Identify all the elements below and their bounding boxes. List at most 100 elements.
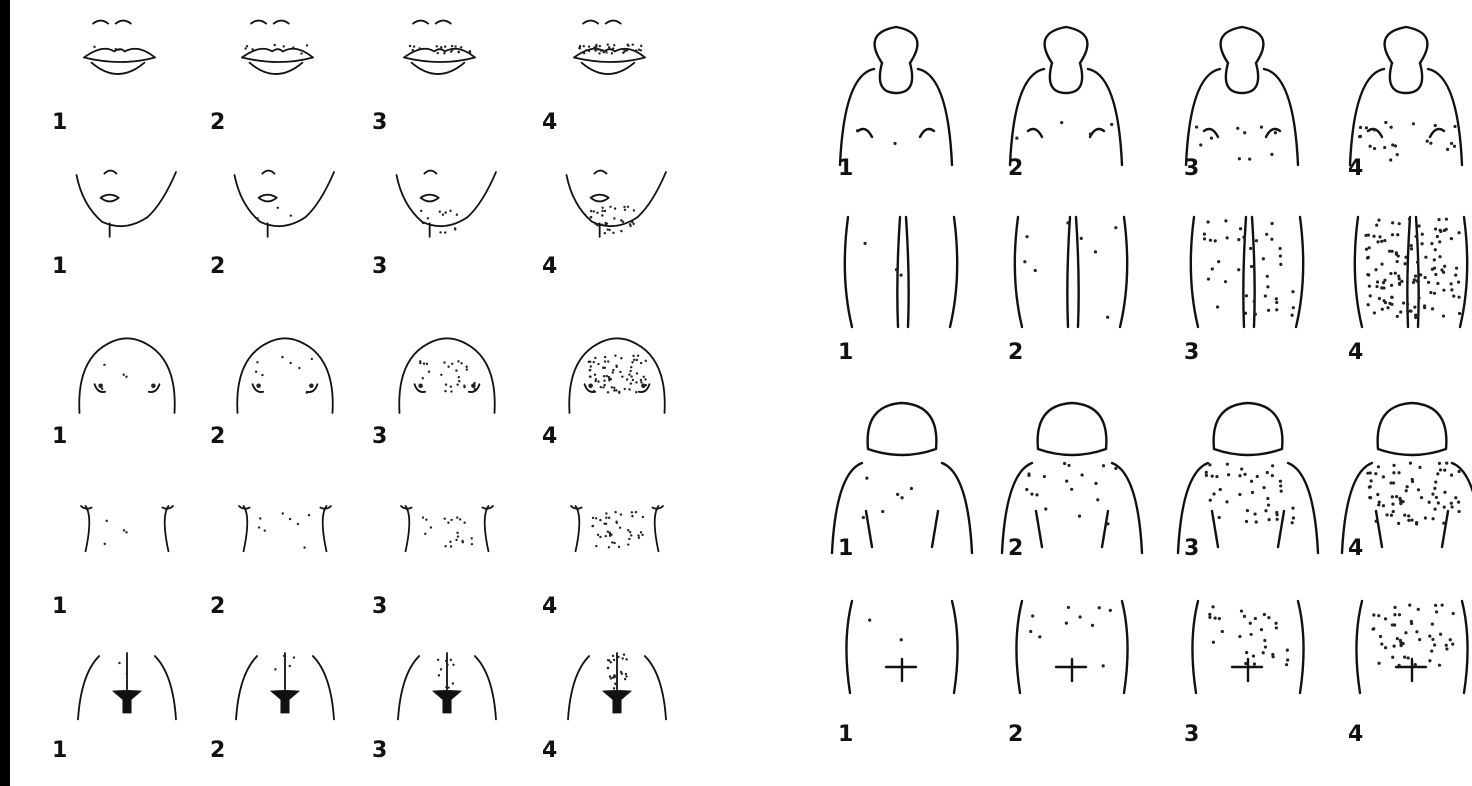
lower-back-illustration bbox=[826, 582, 976, 722]
upper-back-level-label: 4 bbox=[1348, 538, 1363, 560]
chin-level-1: 1 bbox=[52, 160, 222, 272]
upper-back-level-label: 1 bbox=[838, 538, 853, 560]
lower-abdomen-level-4: 4 bbox=[542, 644, 712, 756]
upper-back-level-label: 2 bbox=[1008, 538, 1023, 560]
lower-back-level-label: 2 bbox=[1008, 724, 1023, 746]
upper-abdomen-illustration bbox=[372, 500, 522, 598]
lower-abdomen-illustration bbox=[542, 644, 692, 742]
thigh-level-label: 2 bbox=[1008, 342, 1023, 364]
upper-lip-illustration bbox=[210, 16, 360, 114]
chin-level-label: 4 bbox=[542, 256, 557, 278]
upper-arm-level-3: 3 bbox=[1172, 16, 1342, 128]
upper-abdomen-level-1: 1 bbox=[52, 500, 222, 612]
upper-arm-level-label: 2 bbox=[1008, 158, 1023, 180]
lower-abdomen-level-3: 3 bbox=[372, 644, 542, 756]
left-black-edge bbox=[0, 0, 10, 786]
upper-lip-illustration bbox=[542, 16, 692, 114]
lower-abdomen-level-label: 4 bbox=[542, 740, 557, 762]
upper-arm-level-label: 4 bbox=[1348, 158, 1363, 180]
upper-lip-illustration bbox=[372, 16, 522, 114]
upper-abdomen-level-label: 3 bbox=[372, 596, 387, 618]
upper-back-illustration bbox=[1336, 396, 1472, 536]
chest-level-4: 4 bbox=[542, 330, 712, 442]
upper-lip-level-label: 4 bbox=[542, 112, 557, 134]
lower-abdomen-level-label: 1 bbox=[52, 740, 67, 762]
chest-illustration bbox=[542, 330, 692, 428]
lower-back-illustration bbox=[996, 582, 1146, 722]
lower-back-illustration bbox=[1172, 582, 1322, 722]
upper-arm-illustration bbox=[996, 16, 1146, 156]
thigh-illustration bbox=[1172, 200, 1322, 340]
upper-arm-level-2: 2 bbox=[996, 16, 1166, 128]
upper-abdomen-level-label: 4 bbox=[542, 596, 557, 618]
thigh-level-3: 3 bbox=[1172, 200, 1342, 312]
chest-level-3: 3 bbox=[372, 330, 542, 442]
upper-back-illustration bbox=[826, 396, 976, 536]
upper-abdomen-level-3: 3 bbox=[372, 500, 542, 612]
upper-back-illustration bbox=[1172, 396, 1322, 536]
chin-illustration bbox=[52, 160, 202, 258]
thigh-level-label: 3 bbox=[1184, 342, 1199, 364]
chin-level-2: 2 bbox=[210, 160, 380, 272]
upper-lip-level-4: 4 bbox=[542, 16, 712, 128]
upper-lip-level-label: 3 bbox=[372, 112, 387, 134]
chest-level-label: 3 bbox=[372, 426, 387, 448]
upper-lip-level-label: 2 bbox=[210, 112, 225, 134]
lower-back-level-label: 1 bbox=[838, 724, 853, 746]
upper-abdomen-illustration bbox=[52, 500, 202, 598]
thigh-level-1: 1 bbox=[826, 200, 996, 312]
chest-level-label: 2 bbox=[210, 426, 225, 448]
chest-illustration bbox=[210, 330, 360, 428]
chin-level-label: 1 bbox=[52, 256, 67, 278]
thigh-level-label: 4 bbox=[1348, 342, 1363, 364]
lower-back-level-label: 4 bbox=[1348, 724, 1363, 746]
chest-level-2: 2 bbox=[210, 330, 380, 442]
lower-back-illustration bbox=[1336, 582, 1472, 722]
upper-back-level-4: 4 bbox=[1336, 396, 1472, 508]
thigh-level-label: 1 bbox=[838, 342, 853, 364]
upper-abdomen-illustration bbox=[210, 500, 360, 598]
upper-lip-level-2: 2 bbox=[210, 16, 380, 128]
lower-back-level-1: 1 bbox=[826, 582, 996, 694]
chest-level-label: 4 bbox=[542, 426, 557, 448]
upper-back-illustration bbox=[996, 396, 1146, 536]
chin-level-4: 4 bbox=[542, 160, 712, 272]
lower-abdomen-illustration bbox=[372, 644, 522, 742]
upper-back-level-1: 1 bbox=[826, 396, 996, 508]
upper-back-level-label: 3 bbox=[1184, 538, 1199, 560]
upper-lip-level-label: 1 bbox=[52, 112, 67, 134]
chin-illustration bbox=[372, 160, 522, 258]
thigh-illustration bbox=[996, 200, 1146, 340]
upper-abdomen-level-label: 2 bbox=[210, 596, 225, 618]
upper-arm-level-label: 3 bbox=[1184, 158, 1199, 180]
upper-arm-illustration bbox=[1172, 16, 1322, 156]
lower-abdomen-level-2: 2 bbox=[210, 644, 380, 756]
chest-level-label: 1 bbox=[52, 426, 67, 448]
thigh-illustration bbox=[826, 200, 976, 340]
lower-abdomen-illustration bbox=[210, 644, 360, 742]
lower-back-level-3: 3 bbox=[1172, 582, 1342, 694]
chin-level-label: 2 bbox=[210, 256, 225, 278]
lower-abdomen-level-1: 1 bbox=[52, 644, 222, 756]
upper-abdomen-level-4: 4 bbox=[542, 500, 712, 612]
upper-abdomen-level-label: 1 bbox=[52, 596, 67, 618]
lower-abdomen-level-label: 3 bbox=[372, 740, 387, 762]
upper-lip-illustration bbox=[52, 16, 202, 114]
upper-arm-level-label: 1 bbox=[838, 158, 853, 180]
chin-illustration bbox=[542, 160, 692, 258]
chest-illustration bbox=[372, 330, 522, 428]
lower-abdomen-illustration bbox=[52, 644, 202, 742]
upper-back-level-2: 2 bbox=[996, 396, 1166, 508]
thigh-level-2: 2 bbox=[996, 200, 1166, 312]
chest-illustration bbox=[52, 330, 202, 428]
upper-arm-level-1: 1 bbox=[826, 16, 996, 128]
lower-back-level-label: 3 bbox=[1184, 724, 1199, 746]
upper-arm-illustration bbox=[1336, 16, 1472, 156]
thigh-illustration bbox=[1336, 200, 1472, 340]
thigh-level-4: 4 bbox=[1336, 200, 1472, 312]
chest-level-1: 1 bbox=[52, 330, 222, 442]
lower-back-level-4: 4 bbox=[1336, 582, 1472, 694]
lower-abdomen-level-label: 2 bbox=[210, 740, 225, 762]
upper-arm-illustration bbox=[826, 16, 976, 156]
